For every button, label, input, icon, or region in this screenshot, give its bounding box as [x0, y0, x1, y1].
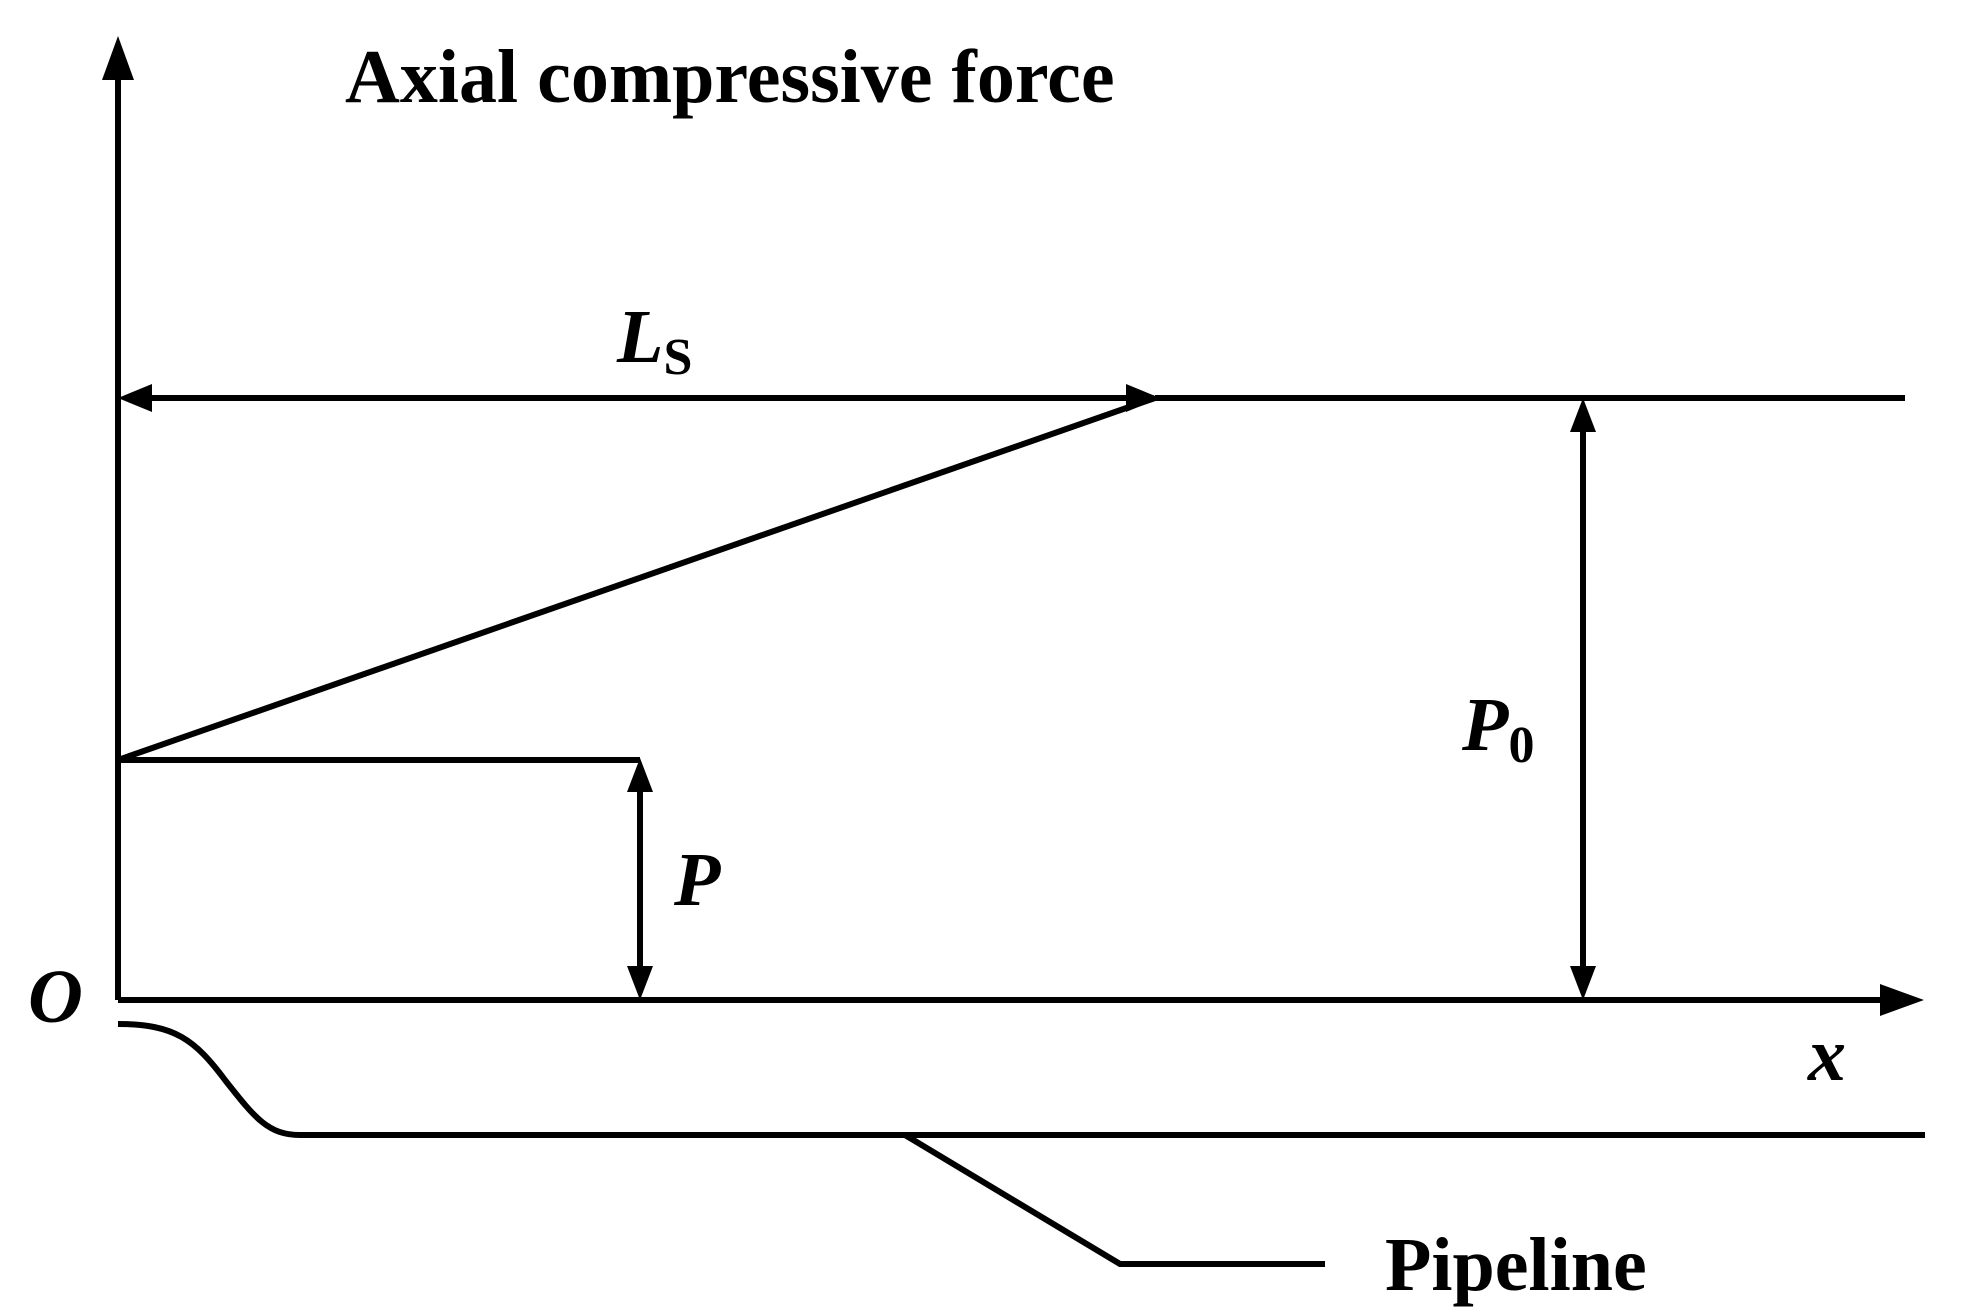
pipeline-label: Pipeline — [1385, 1223, 1647, 1307]
y-axis-arrowhead — [102, 36, 134, 80]
friction-slope-line — [117, 395, 1156, 763]
p0-label-main: P — [1461, 683, 1509, 767]
p-top-arrowhead — [627, 758, 653, 792]
pipeline-profile — [117, 1021, 1925, 1138]
p-bottom-arrowhead — [627, 966, 653, 1000]
p0-top-arrowhead — [1570, 398, 1596, 432]
ls-left-arrowhead — [118, 384, 152, 412]
p0-label-subscript: 0 — [1508, 717, 1534, 774]
ls-label-subscript: S — [663, 329, 692, 386]
pipeline-leader-line — [903, 1132, 1325, 1267]
ls-label: LS — [616, 295, 692, 386]
ls-label-main: L — [616, 295, 663, 379]
x-axis-arrowhead — [1880, 984, 1924, 1016]
diagram-title: Axial compressive force — [345, 35, 1115, 119]
x-axis-label: x — [1807, 1013, 1846, 1097]
p0-bottom-arrowhead — [1570, 966, 1596, 1000]
p-label: P — [673, 838, 721, 922]
ls-right-arrowhead — [1126, 384, 1160, 412]
p0-label: P0 — [1461, 683, 1534, 774]
origin-label: O — [28, 955, 83, 1039]
